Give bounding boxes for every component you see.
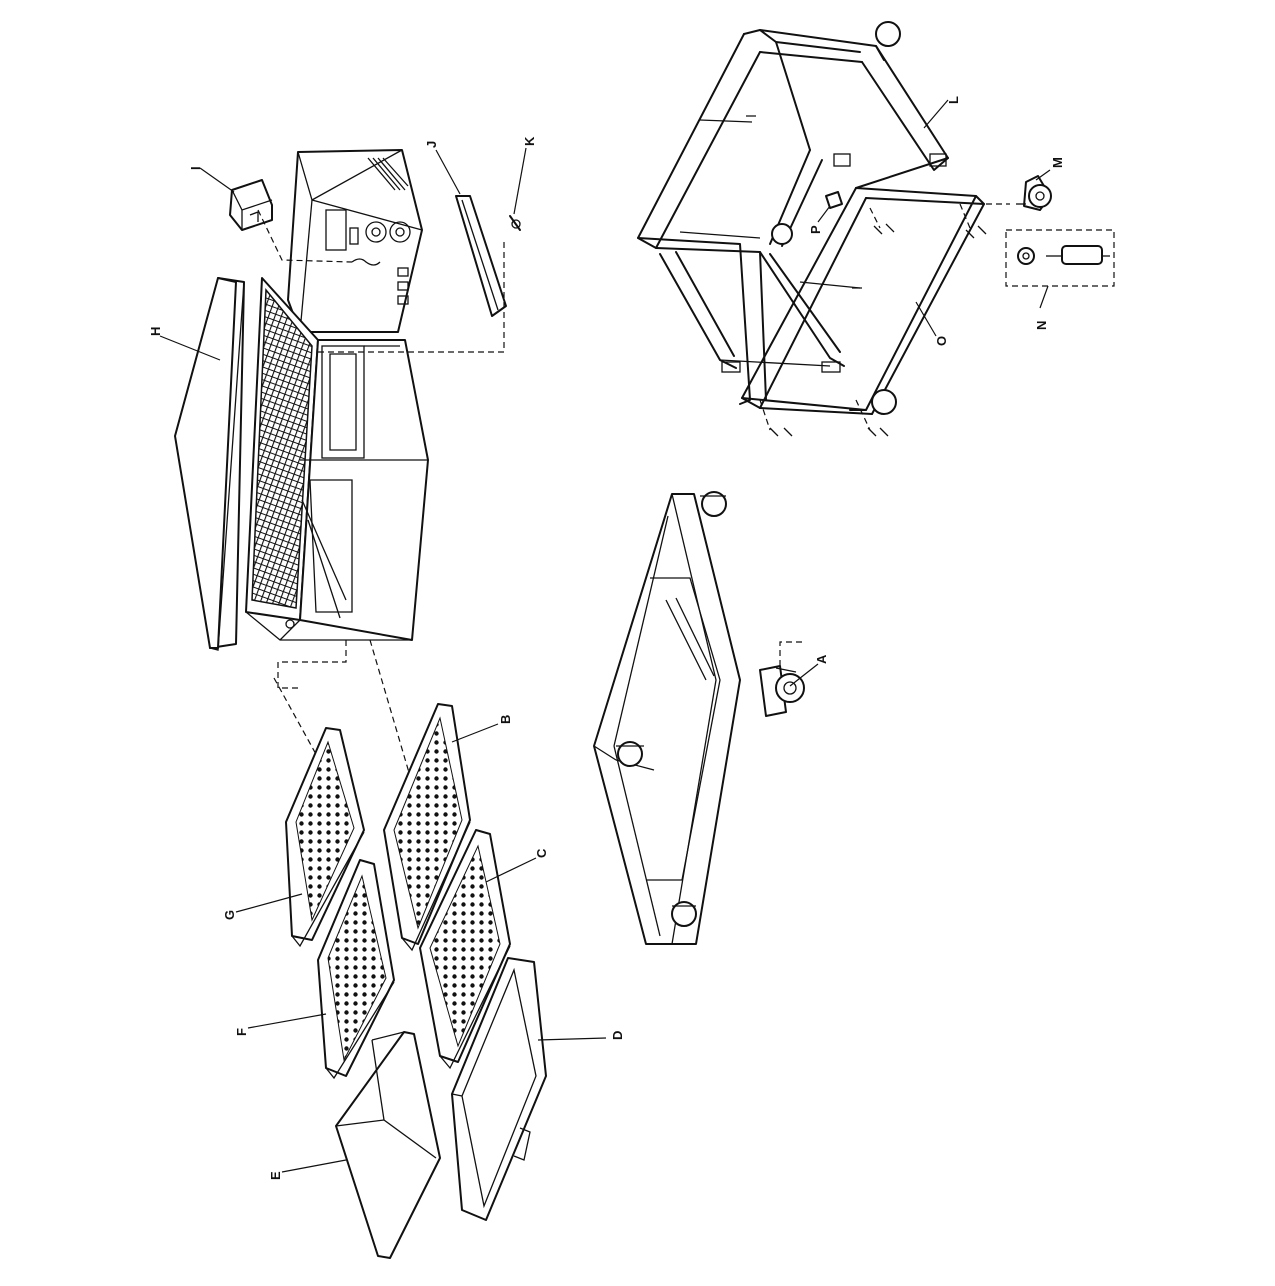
part-k-screw (509, 215, 521, 231)
lower-base-frame (593, 491, 741, 945)
label-g: G (222, 910, 237, 920)
part-c-perforated-panel (419, 829, 511, 1070)
part-labels: A B C D E F G H I J K L M N O P (148, 96, 1065, 1180)
label-d: D (610, 1031, 625, 1040)
part-i-bracket (229, 179, 273, 231)
label-a: A (814, 654, 829, 664)
label-m: M (1050, 157, 1065, 168)
label-f: F (234, 1028, 249, 1036)
label-p: P (808, 225, 823, 234)
part-m-caster (1016, 175, 1052, 211)
caster (875, 21, 901, 47)
part-f-perforated-tray (317, 859, 395, 1080)
caster (671, 901, 697, 927)
label-j: J (424, 141, 439, 148)
part-p-block (825, 191, 843, 209)
label-i: I (188, 166, 203, 170)
control-box (287, 149, 423, 333)
caster (871, 389, 897, 415)
part-b-perforated-panel (383, 703, 471, 952)
part-h-top-cover (174, 277, 245, 651)
part-j-trim-strip (455, 195, 507, 317)
caster (700, 491, 727, 517)
callout-leaders (159, 99, 1051, 1173)
caster (616, 741, 644, 767)
label-o: O (934, 336, 949, 346)
part-d-drip-pan (451, 957, 547, 1221)
main-cabinet (245, 277, 429, 641)
label-b: B (498, 715, 513, 724)
part-a-caster (759, 665, 805, 717)
label-n: N (1034, 321, 1049, 330)
caster (771, 223, 793, 245)
label-c: C (534, 848, 549, 858)
label-e: E (268, 1171, 283, 1180)
label-h: H (148, 327, 163, 336)
label-k: K (522, 136, 537, 146)
part-e-flat-sheet (335, 1031, 441, 1259)
part-g-perforated-tray (285, 727, 365, 948)
part-n-leveling-foot-kit (1005, 229, 1115, 287)
upper-stand-frame (637, 21, 1010, 437)
bolts (746, 115, 987, 437)
label-l: L (946, 96, 961, 104)
